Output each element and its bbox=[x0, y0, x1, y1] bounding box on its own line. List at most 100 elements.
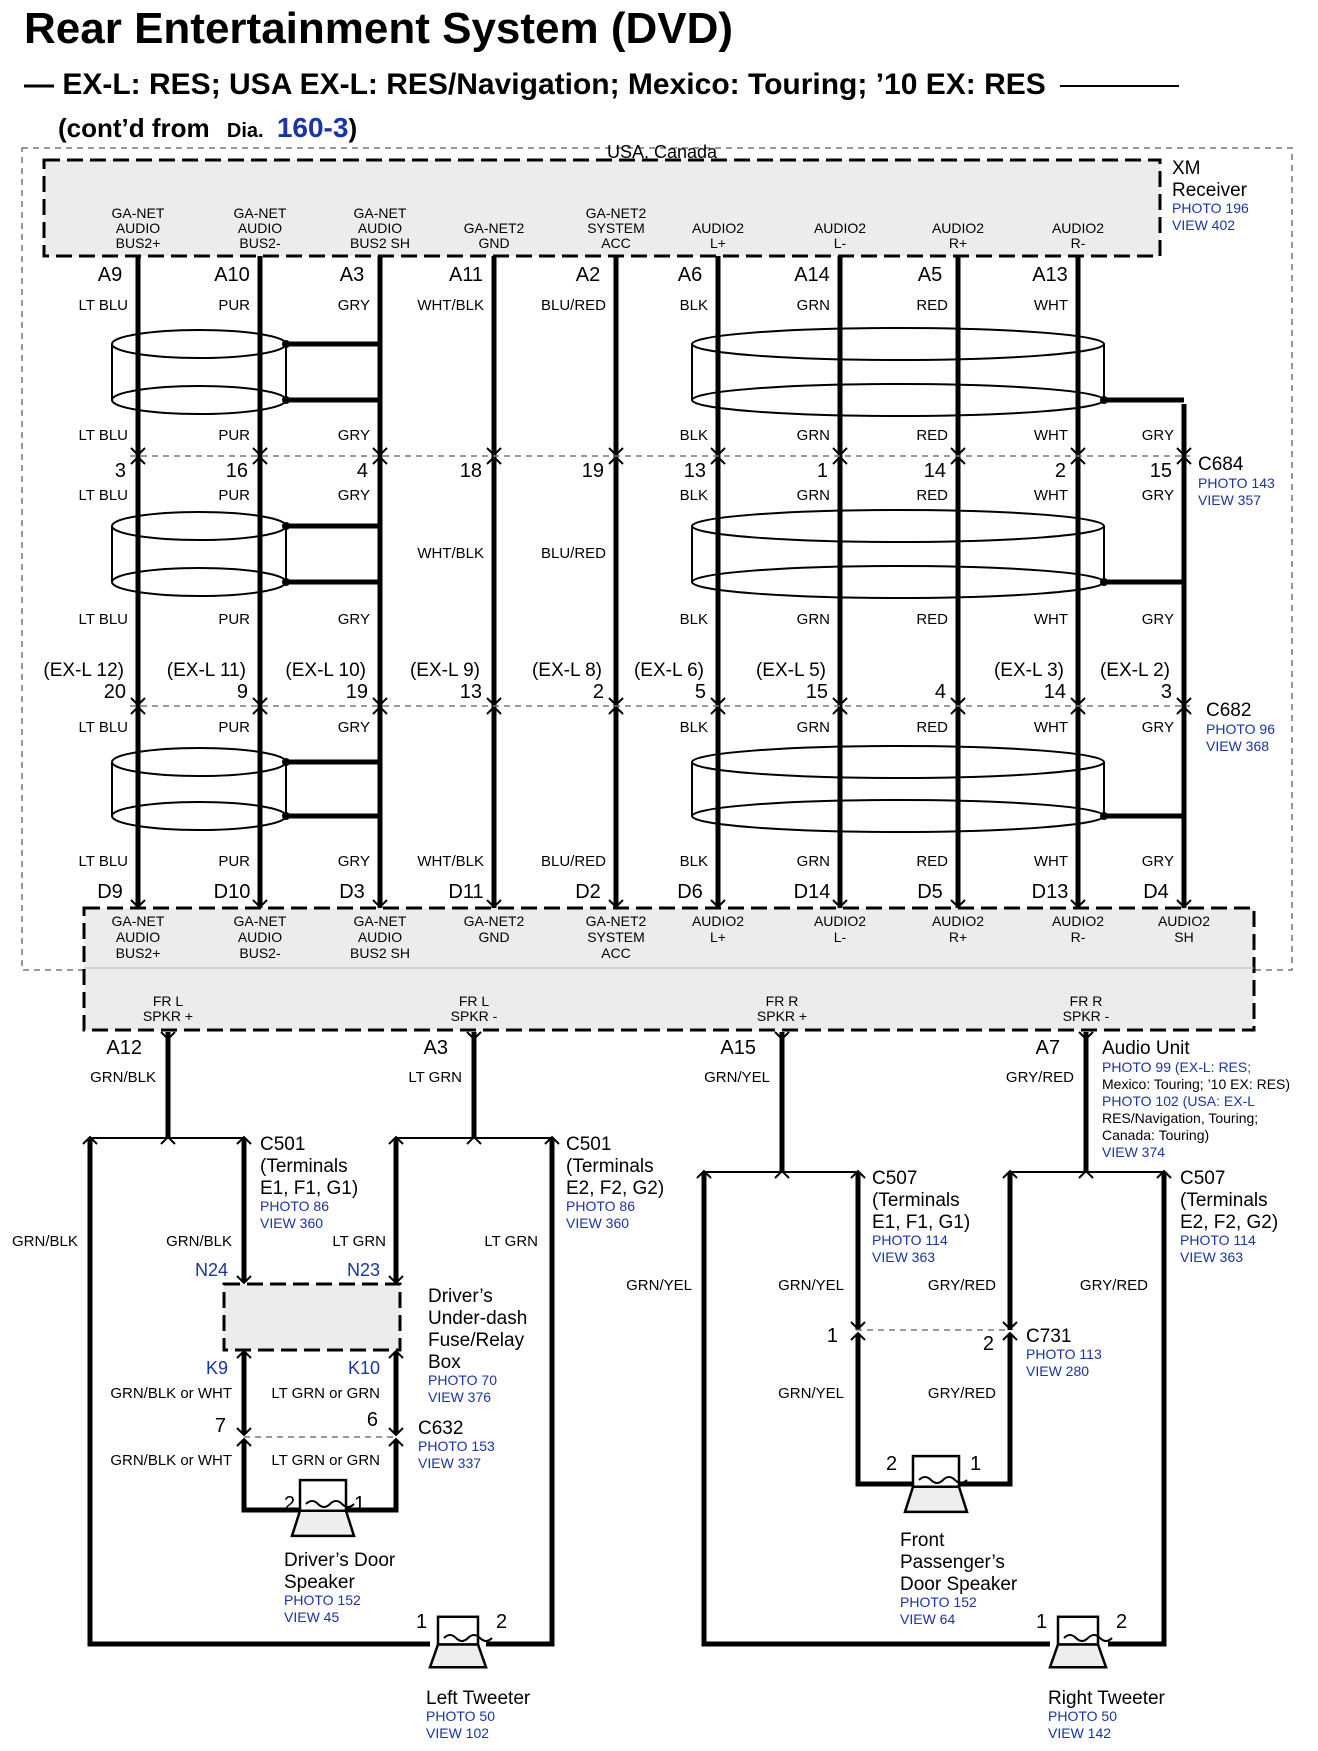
driver-speaker-pin-2: 2 bbox=[284, 1493, 295, 1515]
c684-color-above-6: GRN bbox=[797, 427, 830, 444]
passenger-speaker-photo[interactable]: PHOTO 152 bbox=[900, 1594, 977, 1610]
c501-right-line-1: (Terminals bbox=[566, 1156, 654, 1177]
c684-arrow-6 bbox=[832, 447, 848, 457]
spk-color-2: GRN/YEL bbox=[704, 1069, 770, 1086]
audio-unit-ref-4: Canada: Touring) bbox=[1102, 1127, 1209, 1143]
c632-view[interactable]: VIEW 337 bbox=[418, 1455, 481, 1471]
c501-right-view[interactable]: VIEW 360 bbox=[566, 1215, 629, 1231]
tee-a3-center-arrow bbox=[466, 1135, 482, 1145]
shield-right-0-bottom bbox=[691, 383, 1105, 417]
c684-arrow-up-1 bbox=[252, 455, 268, 465]
c684-color-mid-0: WHT/BLK bbox=[417, 545, 484, 562]
c507-right-view[interactable]: VIEW 363 bbox=[1180, 1249, 1243, 1265]
audio-unit-pin-5: D6 bbox=[677, 881, 703, 903]
c684-color-lower-1: PUR bbox=[218, 611, 250, 628]
c682-pin-5: 5 bbox=[695, 681, 706, 703]
audio-unit-signal-9-0: AUDIO2 bbox=[1158, 913, 1210, 929]
c682-name: C682 bbox=[1206, 700, 1251, 721]
audio-unit-spk-signal-0-1: SPKR + bbox=[143, 1008, 193, 1024]
c731-view[interactable]: VIEW 280 bbox=[1026, 1363, 1089, 1379]
c684-color-lower-2: GRY bbox=[338, 611, 370, 628]
audio-unit-signal-6-0: AUDIO2 bbox=[814, 913, 866, 929]
xm-pin-5: A6 bbox=[678, 264, 702, 286]
audio-unit-arrow-3 bbox=[486, 899, 502, 909]
c682-pin-2: 19 bbox=[346, 681, 368, 703]
tee-a12-right-arrow bbox=[236, 1135, 252, 1145]
right-tweeter-icon-coil bbox=[1063, 1634, 1113, 1642]
left-tweeter-photo[interactable]: PHOTO 50 bbox=[426, 1708, 495, 1724]
left-tweeter-name: Left Tweeter bbox=[426, 1688, 531, 1709]
c684-color-lower-6: GRN bbox=[797, 611, 830, 628]
c684-name: C684 bbox=[1198, 454, 1244, 475]
c684-color-below-2: GRY bbox=[338, 487, 370, 504]
c684-view-ref[interactable]: VIEW 357 bbox=[1198, 492, 1261, 508]
audio-unit-ref-5[interactable]: VIEW 374 bbox=[1102, 1144, 1165, 1160]
passenger-speaker-line-2: Door Speaker bbox=[900, 1574, 1018, 1595]
c682-exl-4: (EX-L 8) bbox=[532, 660, 602, 681]
xm-photo-ref[interactable]: PHOTO 196 bbox=[1172, 200, 1249, 216]
passenger-speaker-view[interactable]: VIEW 64 bbox=[900, 1611, 955, 1627]
passenger-door-speaker-icon-cone bbox=[903, 1485, 969, 1514]
audio-unit-signal-labels: GA-NETAUDIOBUS2+GA-NETAUDIOBUS2-GA-NETAU… bbox=[112, 913, 1211, 1024]
contd-diagram-link[interactable]: 160-3 bbox=[276, 112, 349, 143]
c682-exl-6: (EX-L 5) bbox=[756, 660, 826, 681]
c507-left-view[interactable]: VIEW 363 bbox=[872, 1249, 935, 1265]
c632-right-arrow-up bbox=[388, 1437, 404, 1447]
driver-speaker-view[interactable]: VIEW 45 bbox=[284, 1609, 339, 1625]
c684-color-above-8: WHT bbox=[1034, 427, 1068, 444]
audio-unit-ref-0[interactable]: PHOTO 99 (EX-L: RES; bbox=[1102, 1059, 1251, 1075]
xm-view-ref[interactable]: VIEW 402 bbox=[1172, 217, 1235, 233]
c507-right-photo[interactable]: PHOTO 114 bbox=[1180, 1232, 1256, 1248]
audio-unit-signal-2-1: AUDIO bbox=[358, 929, 402, 945]
xm-signal-0-0: GA-NET bbox=[112, 205, 165, 221]
c684-arrow-0 bbox=[130, 447, 146, 457]
xm-color-2: GRY bbox=[338, 297, 370, 314]
spk-pin-2: A15 bbox=[720, 1037, 756, 1059]
right-tweeter-view[interactable]: VIEW 142 bbox=[1048, 1725, 1111, 1741]
subtitle-rule bbox=[1060, 85, 1180, 88]
c684-photo-ref[interactable]: PHOTO 143 bbox=[1198, 475, 1275, 491]
xm-color-0: LT BLU bbox=[79, 297, 128, 314]
c501-left-view[interactable]: VIEW 360 bbox=[260, 1215, 323, 1231]
c682-exl-1: (EX-L 11) bbox=[167, 660, 246, 681]
driver-speaker-wire-1 bbox=[346, 1440, 399, 1513]
left-tweeter-view[interactable]: VIEW 102 bbox=[426, 1725, 489, 1741]
c682-color-below-5: BLK bbox=[680, 719, 708, 736]
passenger-door-speaker-icon-coil bbox=[918, 1476, 968, 1484]
c682-color-below-7: RED bbox=[916, 719, 948, 736]
c682-arrow-1 bbox=[252, 697, 268, 707]
c501-left-photo[interactable]: PHOTO 86 bbox=[260, 1198, 329, 1214]
spk-pin-3: A7 bbox=[1036, 1037, 1060, 1059]
audio-unit-ref-2[interactable]: PHOTO 102 (USA: EX-L bbox=[1102, 1093, 1255, 1109]
right-tweeter-wire-1 bbox=[701, 1172, 1050, 1647]
driver-speaker-photo[interactable]: PHOTO 152 bbox=[284, 1592, 361, 1608]
c501-left-line-2: E1, F1, G1) bbox=[260, 1178, 358, 1199]
c682-arrow-up-3 bbox=[486, 705, 502, 715]
c682-color-bottom-8: WHT bbox=[1034, 853, 1068, 870]
c684-arrow-up-4 bbox=[608, 455, 624, 465]
c684-color-lower-7: RED bbox=[916, 611, 948, 628]
c682-arrow-0 bbox=[130, 697, 146, 707]
audio-unit-signal-1-0: GA-NET bbox=[234, 913, 287, 929]
c682-photo-ref[interactable]: PHOTO 96 bbox=[1206, 721, 1275, 737]
xm-signal-4-0: GA-NET2 bbox=[586, 205, 647, 221]
c632-photo[interactable]: PHOTO 153 bbox=[418, 1438, 495, 1454]
tee-a3-right-arrow bbox=[544, 1135, 560, 1145]
c682-view-ref[interactable]: VIEW 368 bbox=[1206, 738, 1269, 754]
c501-right-line-0: C501 bbox=[566, 1134, 611, 1155]
fuse-box-photo[interactable]: PHOTO 70 bbox=[428, 1372, 497, 1388]
c684-pin-6: 1 bbox=[817, 460, 828, 482]
xm-pin-8: A13 bbox=[1032, 264, 1068, 286]
right-tweeter-photo[interactable]: PHOTO 50 bbox=[1048, 1708, 1117, 1724]
audio-unit-arrow-4 bbox=[608, 899, 624, 909]
c501-right-line-2: E2, F2, G2) bbox=[566, 1178, 664, 1199]
audio-unit-spk-signal-1-1: SPKR - bbox=[451, 1008, 498, 1024]
c682-color-bottom-6: GRN bbox=[797, 853, 830, 870]
xm-signal-0-2: BUS2+ bbox=[116, 235, 161, 251]
c507-left-photo[interactable]: PHOTO 114 bbox=[872, 1232, 948, 1248]
c501-right-photo[interactable]: PHOTO 86 bbox=[566, 1198, 635, 1214]
audio-unit-arrow-5 bbox=[710, 899, 726, 909]
c507-right-color: GRY/RED bbox=[928, 1277, 996, 1294]
c731-photo[interactable]: PHOTO 113 bbox=[1026, 1346, 1102, 1362]
fuse-box-view[interactable]: VIEW 376 bbox=[428, 1389, 491, 1405]
